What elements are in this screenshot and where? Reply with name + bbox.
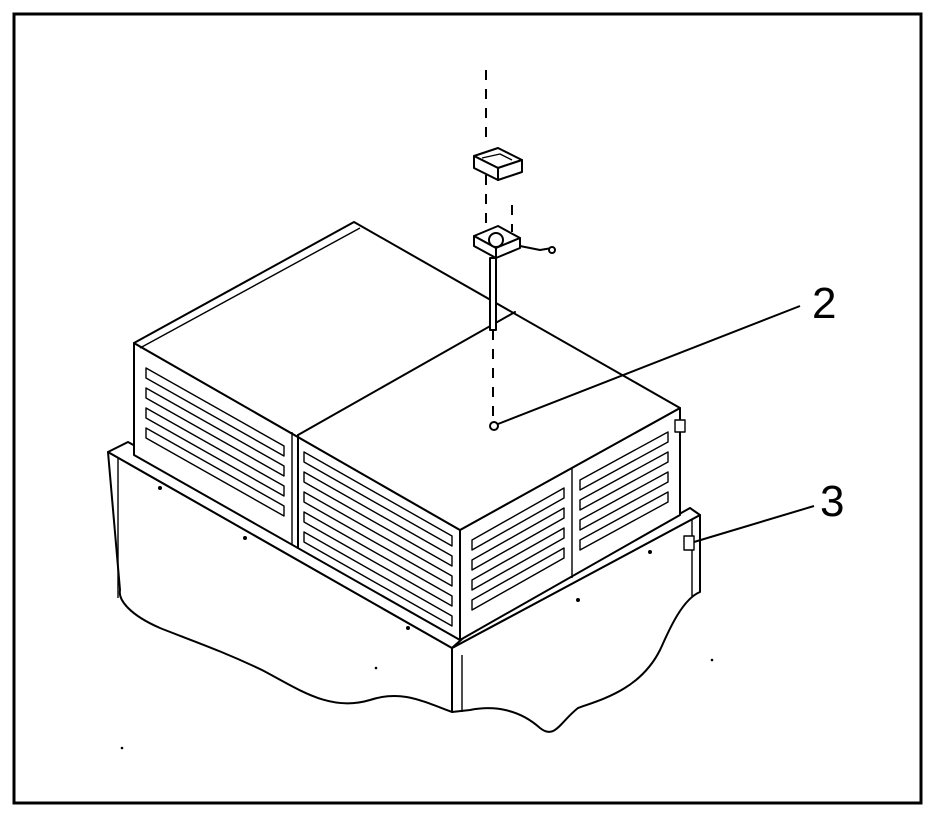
corner-bracket <box>683 535 695 551</box>
callout-3-label: 3 <box>820 477 844 526</box>
louvers-left <box>145 367 285 517</box>
condenser-unit <box>133 221 695 641</box>
switch-assembly <box>473 225 556 331</box>
callout-3-leader <box>693 505 815 543</box>
louvers-right-a <box>471 487 565 611</box>
base-cabinet <box>107 441 701 733</box>
callout-2-leader <box>497 305 801 425</box>
callout-2-label: 2 <box>812 279 836 328</box>
louvers-right-b <box>579 431 669 551</box>
cover-bracket <box>473 147 523 181</box>
mounting-hole <box>489 421 499 431</box>
figure-border <box>12 12 923 805</box>
exploded-parts <box>473 70 556 418</box>
louvers-middle <box>303 451 453 627</box>
